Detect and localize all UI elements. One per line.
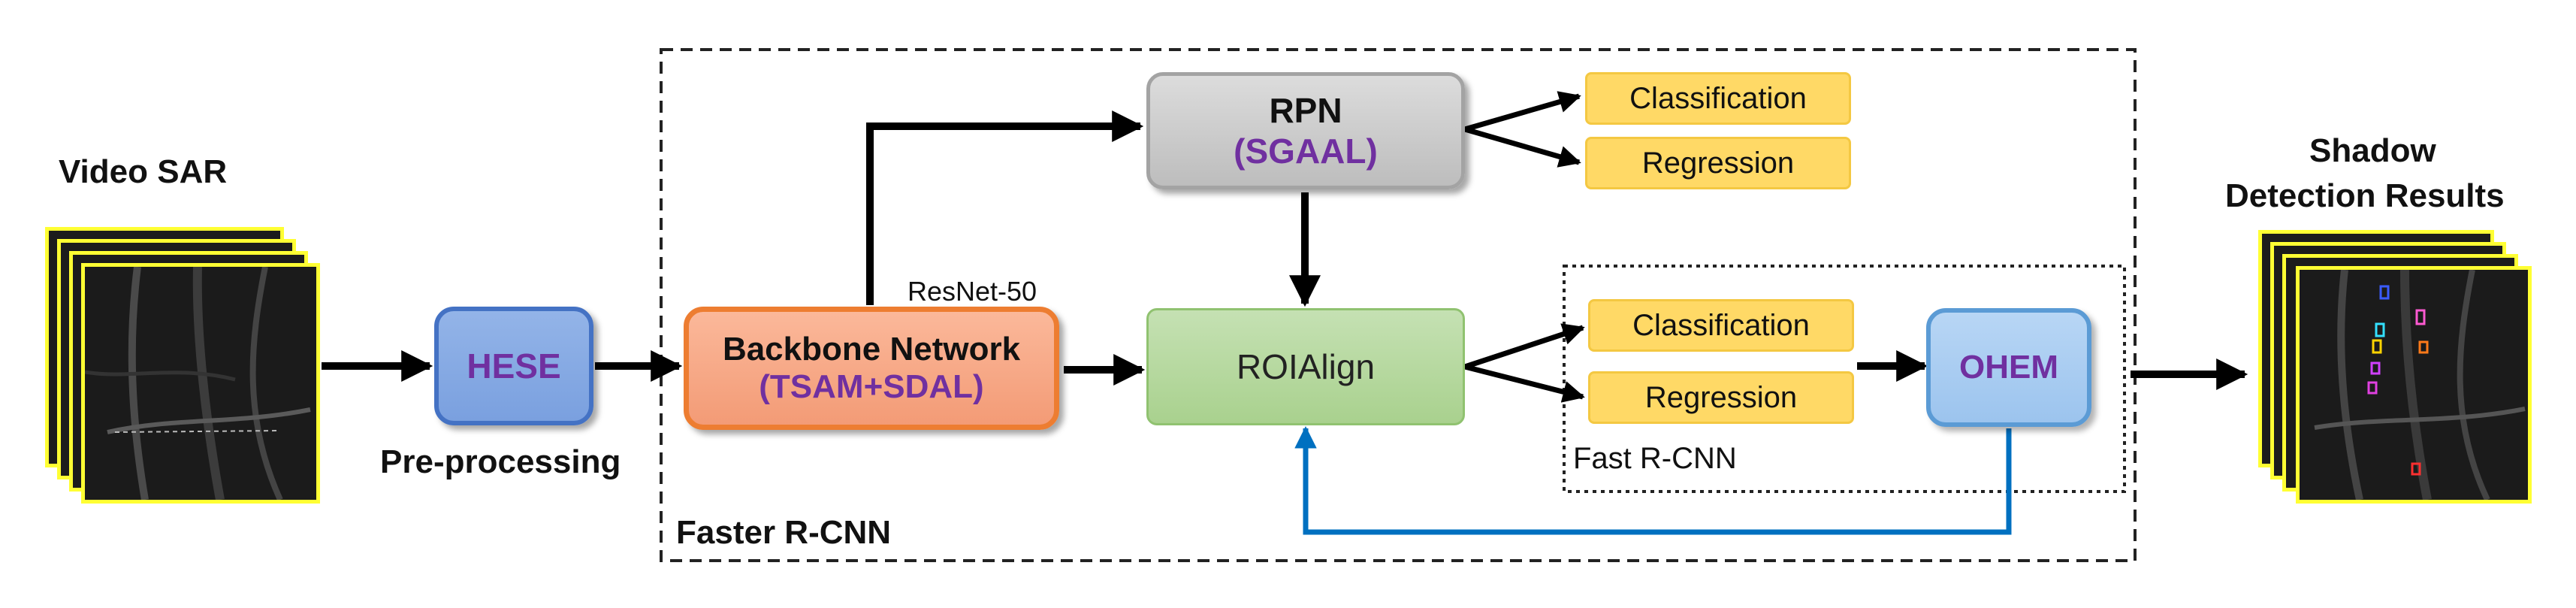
arrow-rpn-to-regression [1464, 126, 1581, 168]
output-label-line2: Detection Results [2225, 177, 2505, 214]
rpn-regression-label: Regression [1641, 146, 1795, 180]
detection-box [2379, 285, 2390, 300]
detection-box [2367, 381, 2378, 395]
backbone-title: Backbone Network [722, 331, 1021, 368]
rpn-classification-box: Classification [1585, 72, 1851, 125]
result-frame-front [2296, 266, 2532, 504]
detection-box [2375, 322, 2385, 337]
rpn-box: RPN (SGAAL) [1146, 72, 1465, 189]
rpn-title: RPN [1269, 91, 1342, 130]
hese-box: HESE [434, 307, 593, 425]
hese-label: HESE [467, 346, 561, 386]
faster-rcnn-boundary [660, 48, 2137, 562]
fast-classification-label: Classification [1632, 308, 1810, 342]
arrow-rpn-to-classification [1464, 91, 1581, 132]
roialign-label: ROIAlign [1236, 347, 1376, 386]
sar-frame-front [81, 263, 320, 504]
roialign-box: ROIAlign [1146, 308, 1465, 425]
arrow-backbone-to-rpn [866, 110, 1144, 305]
feedback-arrow-ohem-to-roialign [1294, 426, 2012, 535]
input-label: Video SAR [59, 153, 228, 190]
preprocessing-label: Pre-processing [380, 443, 621, 480]
output-label-line1: Shadow [2309, 132, 2436, 169]
fast-regression-box: Regression [1588, 371, 1854, 424]
fast-classification-box: Classification [1588, 299, 1854, 352]
fast-regression-label: Regression [1644, 380, 1798, 414]
detection-box [2370, 361, 2381, 375]
fast-rcnn-boundary [1563, 265, 2126, 493]
sar-image [85, 267, 316, 500]
backbone-box: Backbone Network (TSAM+SDAL) [684, 307, 1059, 430]
arrow-roialign-to-regression [1464, 364, 1585, 403]
arrow-roialign-to-classification [1463, 323, 1585, 370]
detection-box [2418, 340, 2429, 354]
rpn-regression-box: Regression [1585, 137, 1851, 189]
detection-result-image [2300, 270, 2528, 500]
resnet-label: ResNet-50 [907, 276, 1037, 307]
detection-box [2411, 462, 2421, 476]
backbone-subtitle: (TSAM+SDAL) [759, 368, 984, 405]
ohem-box: OHEM [1926, 308, 2091, 427]
detection-box [2415, 309, 2426, 325]
faster-rcnn-label: Faster R-CNN [676, 514, 892, 551]
ohem-label: OHEM [1959, 349, 2058, 386]
rpn-classification-label: Classification [1629, 81, 1807, 115]
fast-rcnn-label: Fast R-CNN [1573, 442, 1737, 475]
rpn-subtitle: (SGAAL) [1234, 132, 1378, 171]
detection-box [2372, 339, 2382, 354]
